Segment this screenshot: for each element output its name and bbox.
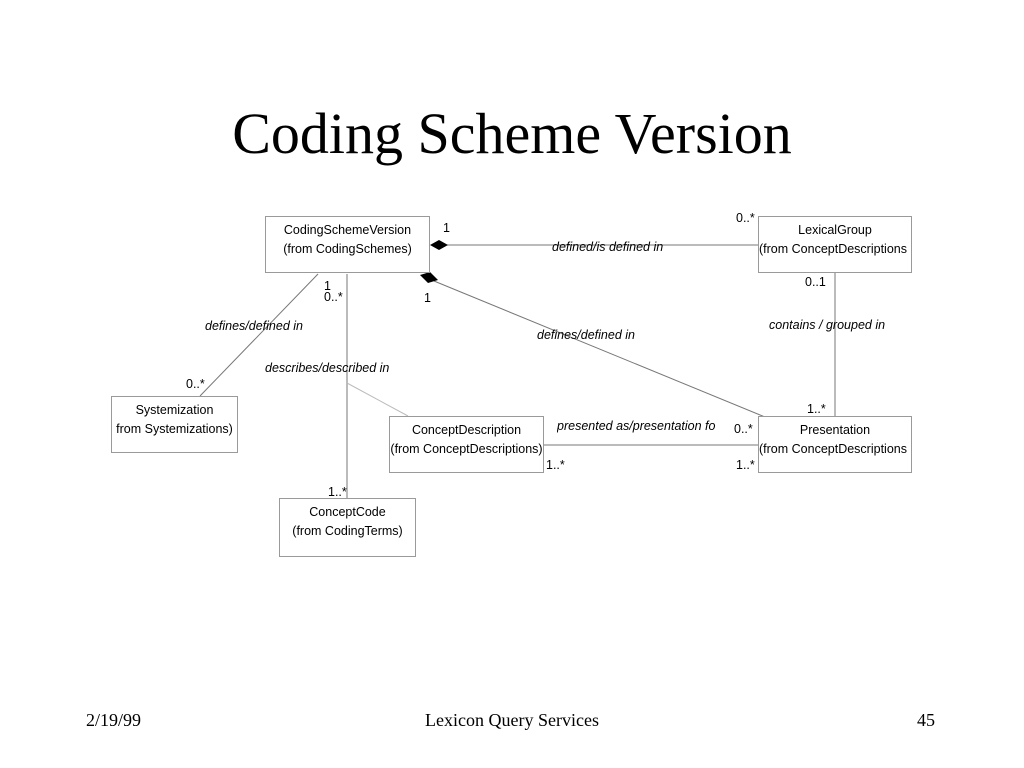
multiplicity-label: 1..* <box>546 458 565 472</box>
slide-title: Coding Scheme Version <box>232 101 792 166</box>
class-name: ConceptCode <box>309 505 386 519</box>
class-name: Systemization <box>135 403 214 417</box>
class-package: from Systemizations) <box>116 422 233 436</box>
multiplicity-label: 0..* <box>186 377 205 391</box>
multiplicity-label: 0..* <box>734 422 753 436</box>
association-line-csv-presentation <box>433 280 766 418</box>
multiplicity-label: 1..* <box>736 458 755 472</box>
association-label: presented as/presentation fo <box>557 419 716 433</box>
class-name: ConceptDescription <box>411 423 522 437</box>
multiplicity-label: 0..* <box>324 290 343 304</box>
multiplicity-label: 0..* <box>736 211 755 225</box>
class-name: LexicalGroup <box>798 223 872 237</box>
association-label: defines/defined in <box>537 328 635 342</box>
aggregation-diamond-icon <box>420 272 438 283</box>
multiplicity-label: 1 <box>324 279 331 293</box>
association-label: describes/described in <box>265 361 390 375</box>
class-lexical-group[interactable]: LexicalGroup (from ConceptDescriptions <box>758 216 912 273</box>
class-package: (from CodingTerms) <box>292 524 403 538</box>
footer-date: 2/19/99 <box>86 710 142 730</box>
association-label: defined/is defined in <box>552 240 664 254</box>
footer-page-number: 45 <box>917 710 935 730</box>
multiplicity-label: 1..* <box>328 485 347 499</box>
multiplicity-label: 1 <box>424 291 431 305</box>
association-label: defines/defined in <box>205 319 303 333</box>
multiplicity-label: 1..* <box>807 402 826 416</box>
class-systemization[interactable]: Systemization from Systemizations) <box>111 396 238 453</box>
multiplicity-label: 1 <box>443 221 450 235</box>
class-name: CodingSchemeVersion <box>283 223 412 237</box>
association-label: contains / grouped in <box>769 318 886 332</box>
aggregation-diamond-icon <box>430 240 448 250</box>
class-package: (from ConceptDescriptions <box>759 442 907 456</box>
association-line-csv-systemization <box>199 273 319 397</box>
class-package: (from CodingSchemes) <box>283 242 412 256</box>
class-presentation[interactable]: Presentation (from ConceptDescriptions <box>758 416 912 473</box>
class-name: Presentation <box>799 423 871 437</box>
association-class-link <box>346 382 409 417</box>
multiplicity-label: 0..1 <box>805 275 826 289</box>
class-concept-description[interactable]: ConceptDescription (from ConceptDescript… <box>389 416 544 473</box>
class-package: (from ConceptDescriptions) <box>390 442 543 456</box>
class-package: (from ConceptDescriptions <box>759 242 907 256</box>
class-coding-scheme-version[interactable]: CodingSchemeVersion (from CodingSchemes) <box>265 216 430 273</box>
footer-center-text: Lexicon Query Services <box>425 710 599 730</box>
class-concept-code[interactable]: ConceptCode (from CodingTerms) <box>279 498 416 557</box>
